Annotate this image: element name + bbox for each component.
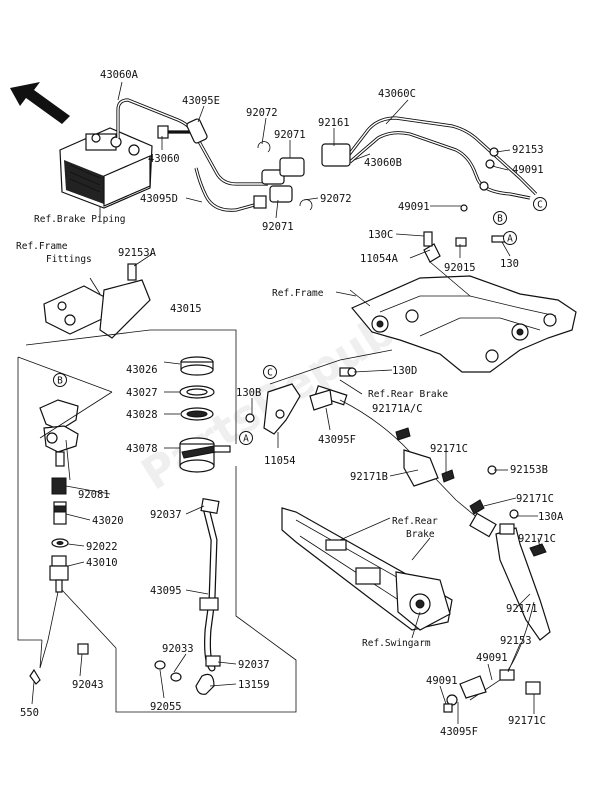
part-label-43060b: 43060B	[364, 157, 402, 169]
marker-c-1: C	[533, 197, 547, 211]
part-label-43060c: 43060C	[378, 88, 416, 100]
marker-a-1: A	[503, 231, 517, 245]
part-label-92153b: 92153B	[510, 464, 548, 476]
part-label-130c: 130C	[368, 229, 393, 241]
part-label-92071-upper: 92071	[274, 129, 306, 141]
hose-clips	[245, 367, 547, 557]
svg-text:B: B	[57, 376, 63, 387]
part-label-92055: 92055	[150, 701, 182, 713]
ref-frame-label: Ref.Frame	[272, 288, 324, 299]
part-label-92081: 92081	[78, 489, 110, 501]
part-label-92171a-c: 92171A/C	[372, 403, 423, 415]
part-label-92171b: 92171B	[350, 471, 388, 483]
marker-b-2: B	[53, 373, 67, 387]
part-label-43015: 43015	[170, 303, 202, 315]
part-label-92037-lower: 92037	[238, 659, 270, 671]
part-label-43027: 43027	[126, 387, 158, 399]
part-label-43095f: 43095F	[318, 434, 356, 446]
leader-lines	[31, 81, 541, 724]
front-direction-arrow-icon	[10, 82, 70, 124]
part-label-92071-lower: 92071	[262, 221, 294, 233]
part-label-92153a: 92153A	[118, 247, 157, 259]
marker-a-2: A	[239, 431, 253, 445]
ref-rear-brake-label-2b: Brake	[406, 529, 435, 540]
ref-brake-piping-label: Ref.Brake Piping	[34, 214, 126, 225]
part-label-49091-upper: 49091	[512, 164, 544, 176]
ref-frame-fittings-label-1: Ref.Frame	[16, 241, 68, 252]
part-label-43060a: 43060A	[100, 69, 139, 81]
part-label-92171c-4: 92171C	[508, 715, 546, 727]
group-outline	[17, 329, 297, 713]
svg-text:C: C	[267, 368, 273, 379]
part-label-43010: 43010	[86, 557, 118, 569]
swingarm	[281, 507, 453, 631]
brake-hoses	[157, 118, 499, 212]
bracket-11054a	[423, 231, 509, 263]
marker-c-2: C	[263, 365, 277, 379]
part-label-43095: 43095	[150, 585, 182, 597]
svg-text:C: C	[537, 200, 543, 211]
frame-assembly	[349, 261, 577, 373]
part-label-43028: 43028	[126, 409, 158, 421]
part-label-49091-lower-right: 49091	[476, 652, 508, 664]
ref-frame-fittings-label-2: Fittings	[46, 254, 92, 265]
part-label-43078: 43078	[126, 443, 158, 455]
part-label-92072-upper: 92072	[246, 107, 278, 119]
master-cylinder	[29, 399, 89, 685]
part-label-130a: 130A	[538, 511, 564, 523]
part-label-92033: 92033	[162, 643, 194, 655]
ref-rear-brake-label: Ref.Rear Brake	[368, 389, 448, 400]
svg-text:A: A	[243, 434, 249, 445]
abs-hydraulic-unit	[59, 127, 153, 209]
reservoir-assembly	[179, 356, 231, 473]
part-label-92171c-3: 92171C	[518, 533, 556, 545]
part-label-43020: 43020	[92, 515, 124, 527]
part-label-92171: 92171	[506, 603, 538, 615]
svg-text:B: B	[497, 214, 503, 225]
part-label-43095f-lower: 43095F	[440, 726, 478, 738]
part-label-92153-lower: 92153	[500, 635, 532, 647]
part-label-43060: 43060	[148, 153, 180, 165]
marker-b-1: B	[493, 211, 507, 225]
part-label-43095d: 43095D	[140, 193, 178, 205]
ref-rear-brake-label-2a: Ref.Rear	[392, 516, 438, 527]
part-label-92171c-1: 92171C	[430, 443, 468, 455]
part-label-550: 550	[20, 707, 39, 719]
part-label-13159: 13159	[238, 679, 270, 691]
part-label-92161: 92161	[318, 117, 350, 129]
part-label-43026: 43026	[126, 364, 158, 376]
part-label-92015: 92015	[444, 262, 476, 274]
part-label-43095e: 43095E	[182, 95, 220, 107]
svg-text:A: A	[507, 234, 513, 245]
part-label-11054a: 11054A	[360, 253, 399, 265]
part-label-49091-lower-left: 49091	[426, 675, 458, 687]
reservoir-hose-43095	[154, 498, 221, 695]
part-label-130d: 130D	[392, 365, 417, 377]
frame-fittings-bracket	[43, 263, 151, 339]
part-label-92037-upper: 92037	[150, 509, 182, 521]
part-label-130b: 130B	[236, 387, 261, 399]
part-label-130: 130	[500, 258, 519, 270]
part-label-92072-lower: 92072	[320, 193, 352, 205]
part-label-92171c-2: 92171C	[516, 493, 554, 505]
part-label-92022: 92022	[86, 541, 118, 553]
part-label-11054: 11054	[264, 455, 296, 467]
part-label-92043: 92043	[72, 679, 104, 691]
ref-swingarm-label: Ref.Swingarm	[362, 638, 431, 649]
rear-brake-linkage	[263, 349, 551, 713]
part-label-49091-mid: 49091	[398, 201, 430, 213]
part-label-92153: 92153	[512, 144, 544, 156]
